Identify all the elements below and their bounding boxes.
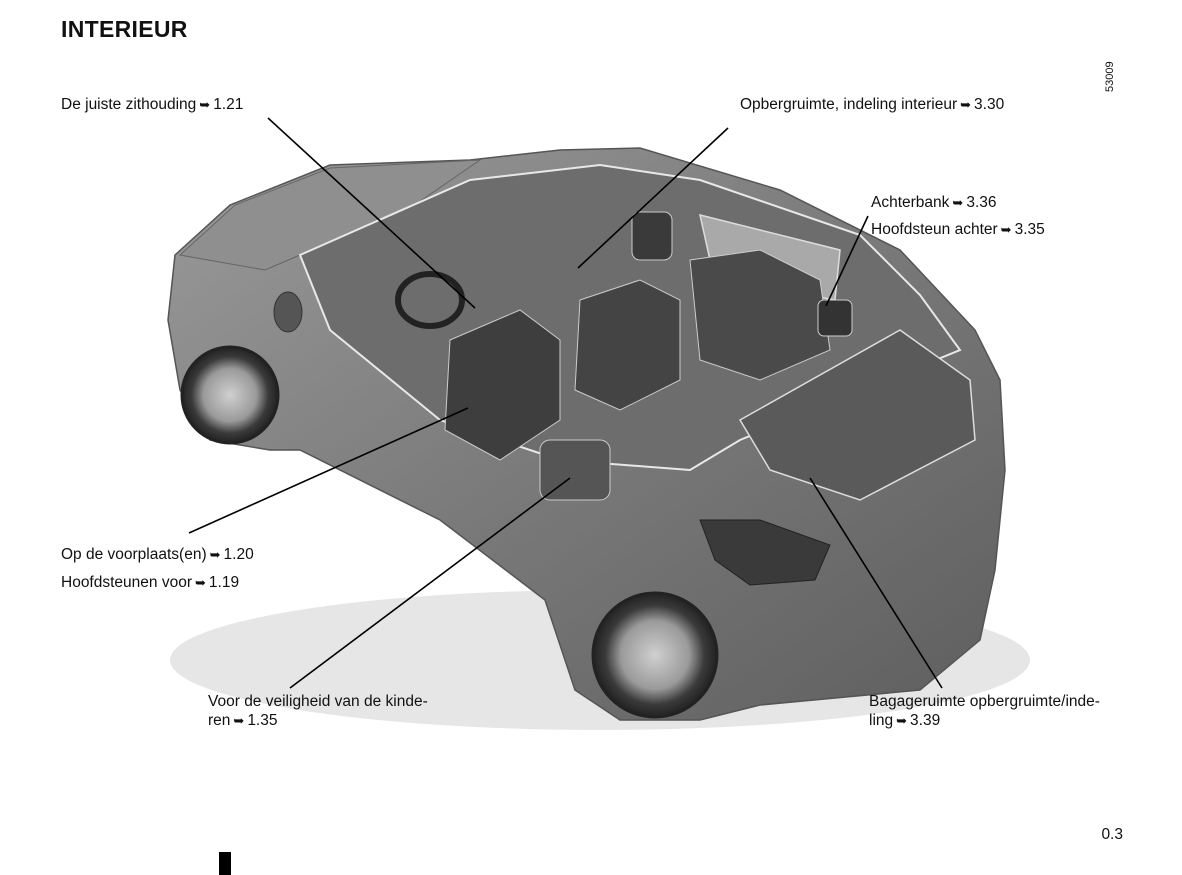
steering-wheel xyxy=(395,271,465,329)
page-title: INTERIEUR xyxy=(61,16,188,42)
callout-text: Hoofdsteunen voor xyxy=(61,574,192,591)
page-reference[interactable]: 1.19 xyxy=(208,574,240,591)
child-seat xyxy=(539,439,611,501)
page-reference[interactable]: 3.36 xyxy=(966,194,997,211)
callout-text: De juiste zithouding xyxy=(61,96,197,113)
rear-seat xyxy=(689,249,831,381)
tail-light xyxy=(699,519,831,586)
see-arrow-icon: ➥ xyxy=(1000,222,1012,237)
callout-text-line2: ren xyxy=(208,712,231,729)
callout-opbergruimte: Opbergruimte, indeling interieur➥3.30 xyxy=(740,95,1004,114)
callout-hoofdsteun-achter: Hoofdsteun achter➥3.35 xyxy=(871,220,1045,239)
callout-zithouding: De juiste zithouding➥1.21 xyxy=(61,95,243,114)
leader-line-opbergruimte xyxy=(577,127,729,269)
callout-text: Achterbank xyxy=(871,194,950,211)
rear-headrest xyxy=(817,299,853,337)
page-reference[interactable]: 3.30 xyxy=(974,96,1005,113)
page-number: 0.3 xyxy=(1101,826,1123,843)
see-arrow-icon: ➥ xyxy=(952,195,964,210)
page-reference[interactable]: 1.35 xyxy=(247,712,278,729)
page-edge-marker xyxy=(219,852,231,875)
callout-text-line1: Bagageruimte opbergruimte/inde- xyxy=(869,693,1100,710)
leader-line-zithouding xyxy=(267,117,476,309)
see-arrow-icon: ➥ xyxy=(896,713,908,728)
front-headrest xyxy=(631,211,673,261)
callout-text-line1: Voor de veiligheid van de kinde- xyxy=(208,693,428,710)
leader-line-achterbank xyxy=(825,215,869,307)
callout-text: Op de voorplaats(en) xyxy=(61,546,207,563)
front-seat xyxy=(444,309,561,461)
page-reference[interactable]: 1.20 xyxy=(223,546,254,563)
see-arrow-icon: ➥ xyxy=(199,97,211,112)
page-reference[interactable]: 3.35 xyxy=(1014,221,1045,238)
front-wheel xyxy=(180,345,280,445)
see-arrow-icon: ➥ xyxy=(194,575,206,590)
callout-voorplaats: Op de voorplaats(en)➥1.20 xyxy=(61,545,254,564)
leader-line-kinderen xyxy=(289,477,571,689)
see-arrow-icon: ➥ xyxy=(960,97,972,112)
rear-wheel xyxy=(591,591,719,719)
callout-hoofdsteunen-voor: Hoofdsteunen voor➥1.19 xyxy=(61,573,239,592)
see-arrow-icon: ➥ xyxy=(209,547,221,562)
see-arrow-icon: ➥ xyxy=(233,713,245,728)
callout-kinderen: Voor de veiligheid van de kinde- ren➥1.3… xyxy=(208,692,428,730)
page-reference[interactable]: 1.21 xyxy=(213,96,244,113)
leader-line-voorplaats xyxy=(188,407,469,534)
trunk-space xyxy=(738,329,976,501)
callout-text: Opbergruimte, indeling interieur xyxy=(740,96,958,113)
side-mirror xyxy=(273,291,303,333)
front-seat-right xyxy=(574,279,681,411)
leader-line-bagageruimte xyxy=(809,477,943,689)
callout-text-line2: ling xyxy=(869,712,894,729)
callout-achterbank: Achterbank➥3.36 xyxy=(871,193,997,212)
callout-bagageruimte: Bagageruimte opbergruimte/inde- ling➥3.3… xyxy=(869,692,1100,730)
car-hood xyxy=(178,159,482,271)
page-reference[interactable]: 3.39 xyxy=(910,712,941,729)
callout-text: Hoofdsteun achter xyxy=(871,221,998,238)
